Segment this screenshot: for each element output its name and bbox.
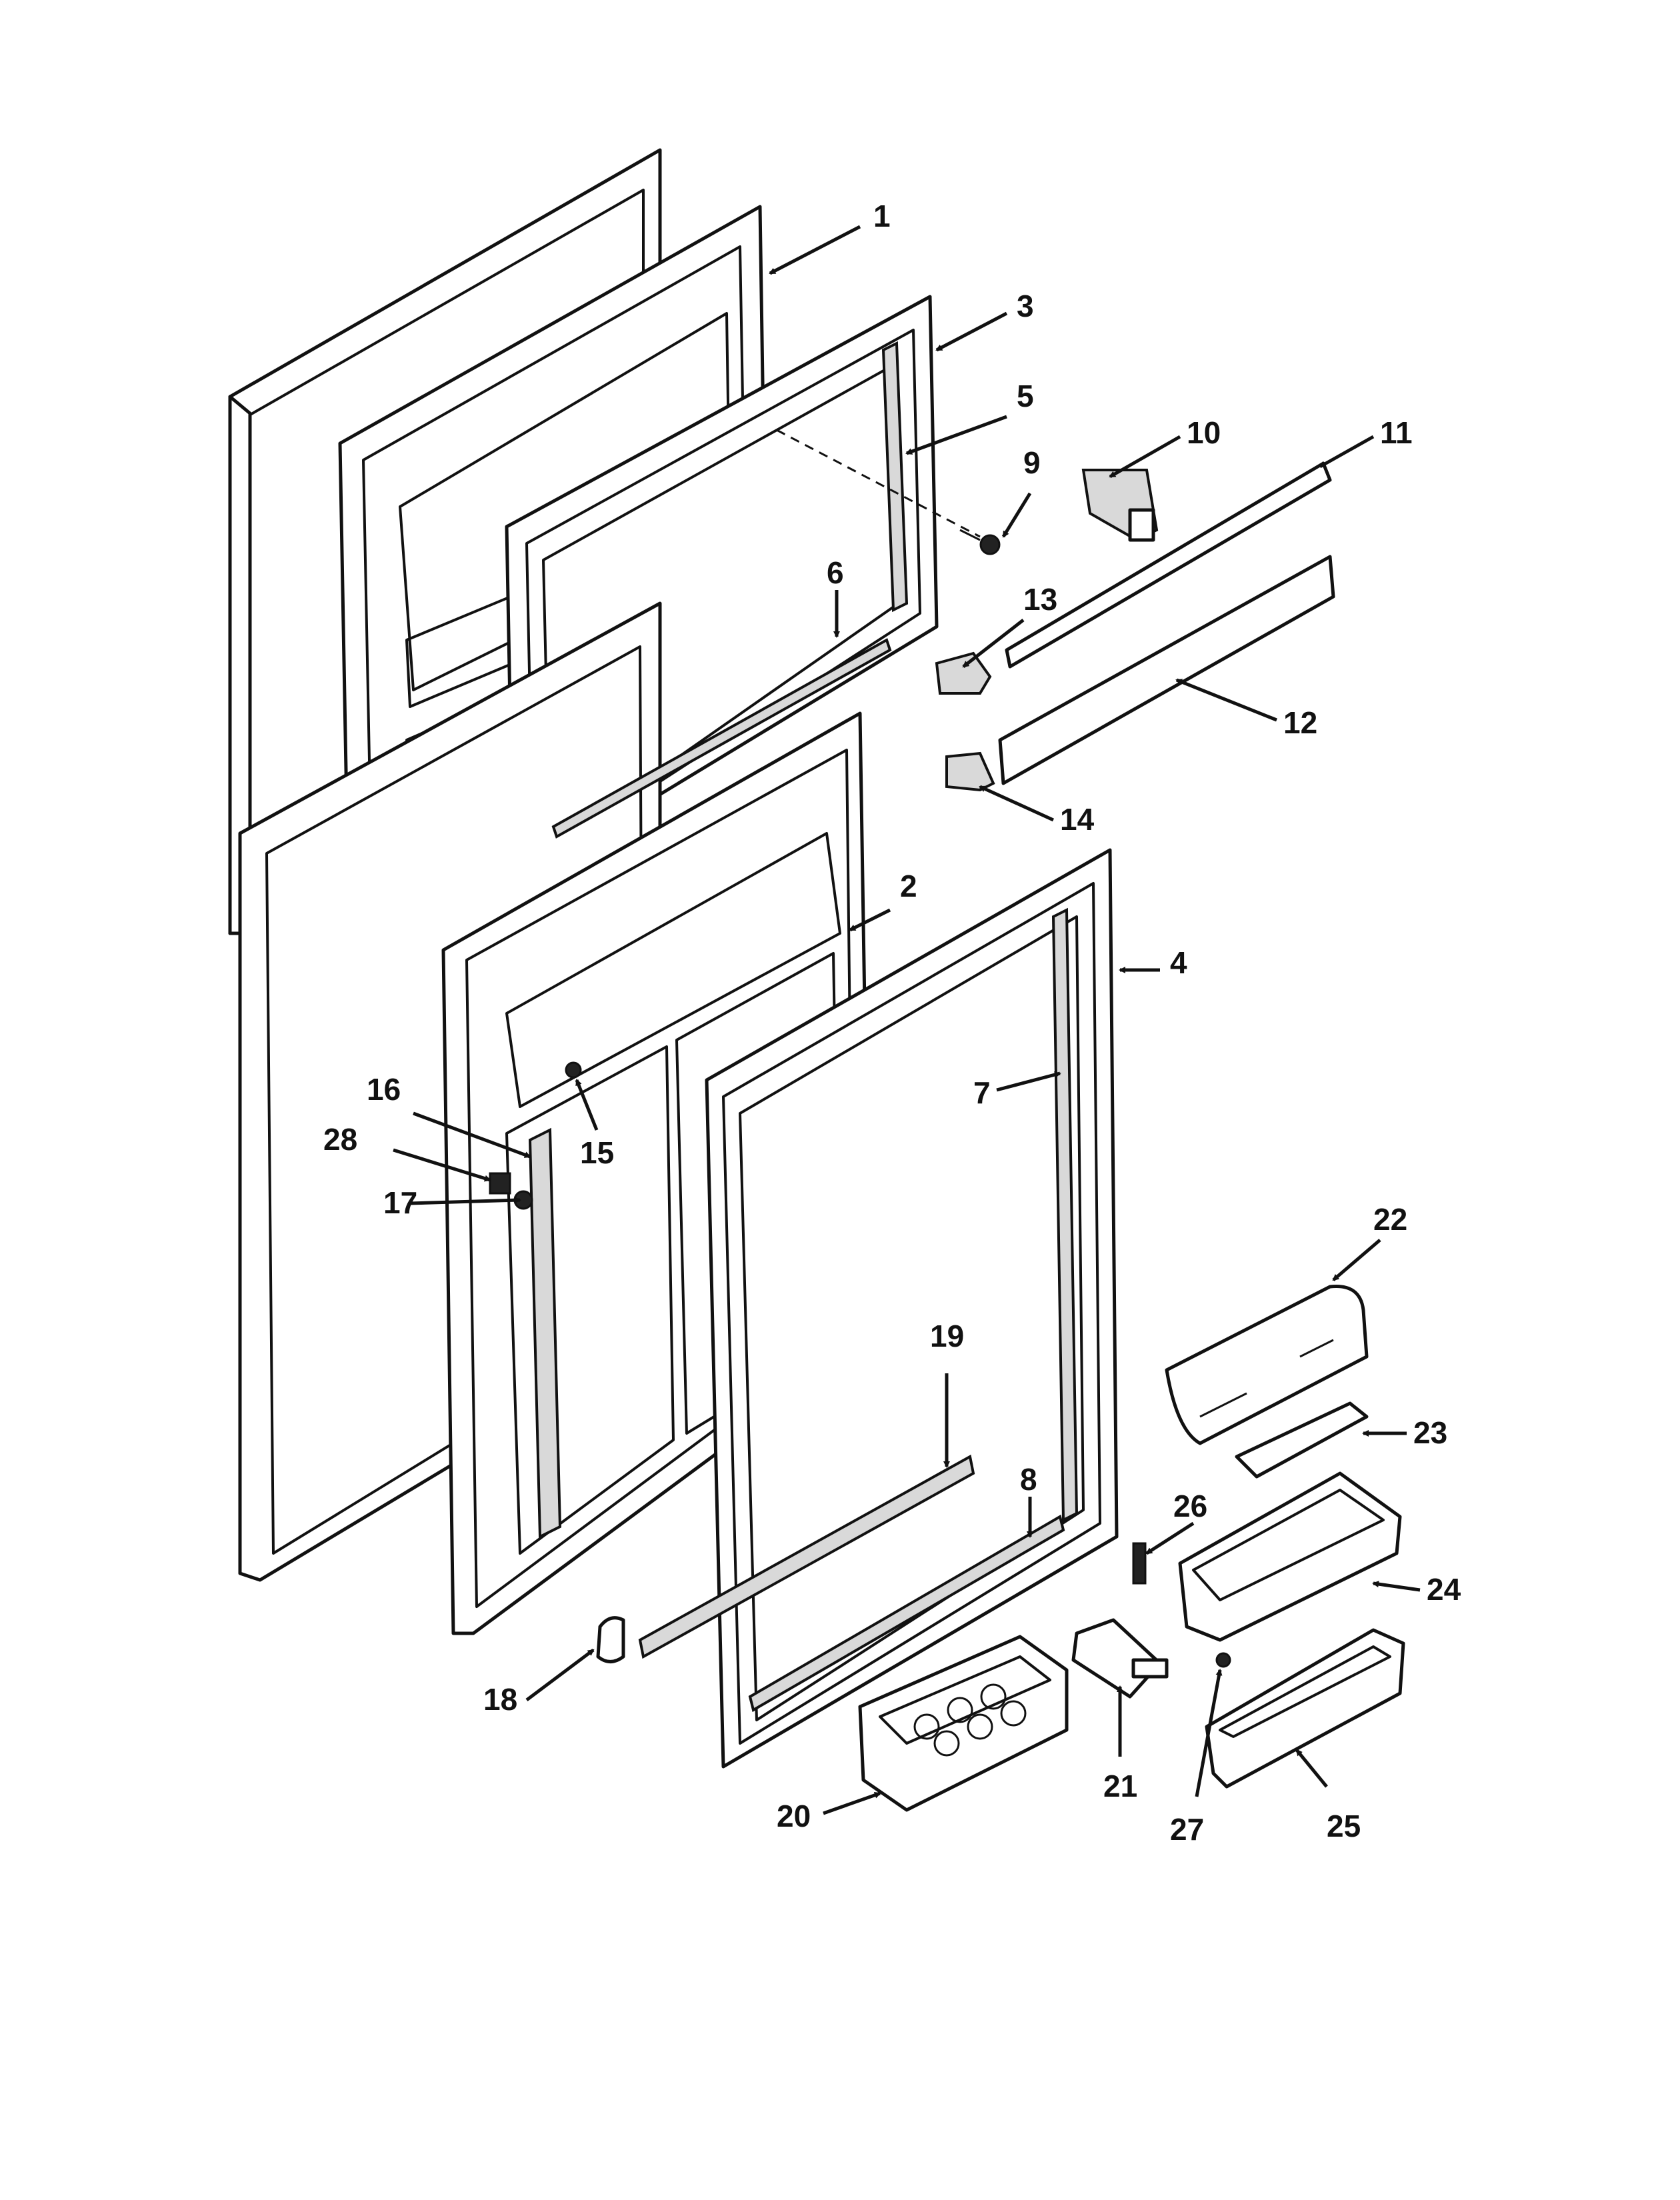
callout-23: 23 <box>1413 1415 1447 1450</box>
door-bin-upper <box>1178 1471 1402 1642</box>
callout-15: 15 <box>580 1135 614 1170</box>
shelf-retainer-strip <box>638 1454 975 1659</box>
shelf-bracket <box>1081 469 1159 542</box>
callout-19: 19 <box>930 1319 964 1353</box>
door-bin-lower <box>1205 1628 1405 1789</box>
callout-28: 28 <box>323 1122 357 1157</box>
leader-lines <box>393 225 1421 1815</box>
callout-5: 5 <box>1017 379 1034 413</box>
callout-1: 1 <box>873 199 891 233</box>
rail-end-cap-lower <box>945 751 995 792</box>
callout-24: 24 <box>1427 1572 1461 1607</box>
rail-end-cap-upper <box>935 651 992 695</box>
screw-alignment-line <box>776 429 981 538</box>
callout-10: 10 <box>1187 415 1221 450</box>
callout-27: 27 <box>1170 1812 1204 1847</box>
dairy-tray <box>1235 1401 1369 1479</box>
fresh-food-hinge-strip <box>1051 907 1079 1523</box>
callout-14: 14 <box>1060 802 1095 837</box>
door-stop-strip <box>528 1127 562 1539</box>
callout-25: 25 <box>1327 1809 1361 1843</box>
callout-21: 21 <box>1103 1769 1137 1803</box>
upper-shelf-rail <box>1005 461 1332 669</box>
retainer-spring <box>1215 1652 1231 1668</box>
callout-9: 9 <box>1023 445 1041 480</box>
callout-20: 20 <box>777 1799 811 1833</box>
screw-part <box>959 529 1001 555</box>
callout-8: 8 <box>1020 1462 1037 1497</box>
callout-4: 4 <box>1170 945 1187 980</box>
freezer-hinge-strip <box>881 341 909 613</box>
dairy-compartment-door <box>1165 1284 1369 1445</box>
rail-end-cap-bottom <box>596 1616 625 1663</box>
bin-clip <box>1132 1542 1147 1585</box>
callout-26: 26 <box>1173 1489 1207 1523</box>
callout-13: 13 <box>1023 582 1057 617</box>
plug-button <box>565 1061 582 1079</box>
callout-7: 7 <box>973 1075 991 1110</box>
fresh-food-door-gasket <box>705 848 1119 1769</box>
egg-tray <box>858 1635 1069 1812</box>
hinge-washer <box>489 1172 511 1195</box>
callout-2: 2 <box>900 869 917 903</box>
callout-16: 16 <box>367 1072 401 1107</box>
lower-shelf-rail <box>998 555 1335 785</box>
callout-11: 11 <box>1380 415 1413 450</box>
fresh-food-bottom-strip <box>748 1514 1065 1713</box>
callout-17: 17 <box>383 1185 417 1220</box>
callout-3: 3 <box>1017 289 1034 323</box>
callout-18: 18 <box>483 1682 517 1717</box>
callout-12: 12 <box>1283 705 1317 740</box>
callout-22: 22 <box>1373 1202 1407 1237</box>
callout-6: 6 <box>827 555 844 590</box>
freezer-bottom-strip <box>551 638 892 839</box>
callouts: 1 2 3 4 5 6 7 8 9 10 11 12 13 14 15 16 1… <box>323 199 1461 1847</box>
bin-support-bracket <box>1071 1618 1169 1699</box>
